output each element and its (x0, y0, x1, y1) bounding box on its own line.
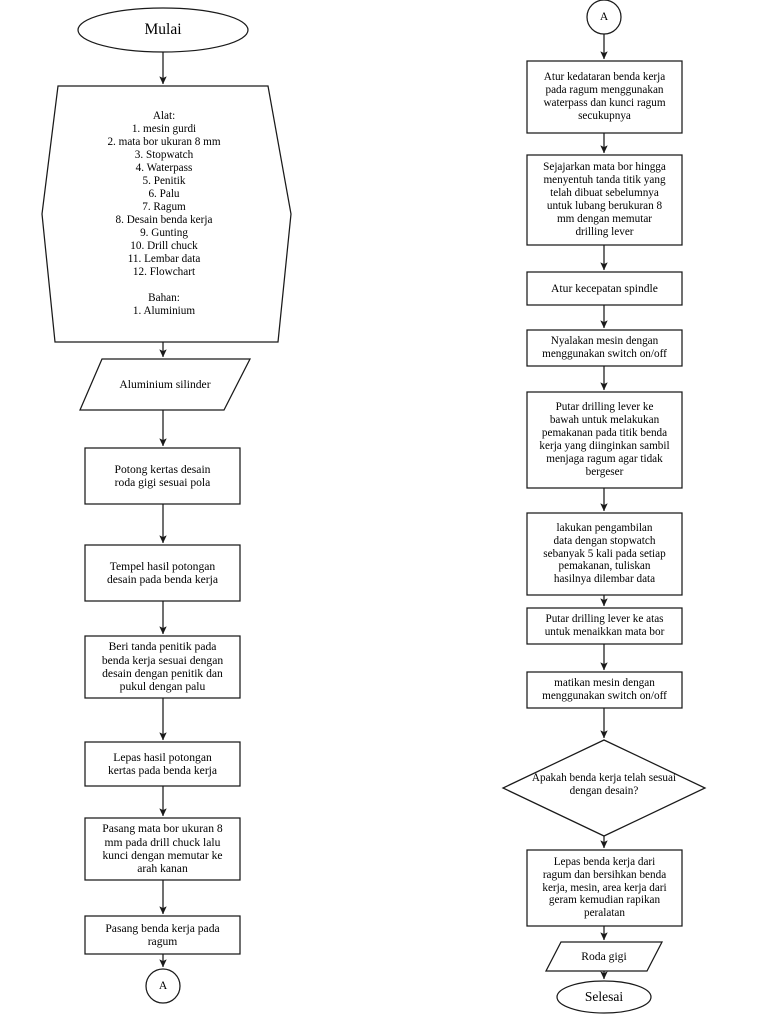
node-start-mulai[interactable] (78, 8, 248, 52)
node-connector-a-out[interactable] (146, 969, 180, 1003)
node-putar-lever-bawah[interactable] (527, 392, 682, 488)
node-nyalakan-mesin[interactable] (527, 330, 682, 366)
node-potong-kertas[interactable] (85, 448, 240, 504)
node-putar-lever-atas[interactable] (527, 608, 682, 644)
node-matikan-mesin[interactable] (527, 672, 682, 708)
node-atur-kedataran[interactable] (527, 61, 682, 133)
node-connector-a-in[interactable] (587, 0, 621, 34)
node-alat-bahan[interactable] (42, 86, 291, 342)
shape-connector-a-out (145, 968, 181, 1004)
node-atur-kecepatan-spindle[interactable] (527, 272, 682, 305)
shape-hexagon-alat-bahan (41, 85, 292, 343)
node-pasang-mata-bor[interactable] (85, 818, 240, 880)
node-sejajarkan-mata-bor[interactable] (527, 155, 682, 245)
shape-end-selesai (556, 980, 652, 1014)
node-decision-apakah-sesuai[interactable] (503, 740, 705, 836)
node-aluminium-silinder[interactable] (80, 359, 250, 410)
node-lepas-hasil-potongan[interactable] (85, 742, 240, 786)
node-tempel-hasil[interactable] (85, 545, 240, 601)
node-beri-tanda-penitik[interactable] (85, 636, 240, 698)
node-pasang-benda-kerja[interactable] (85, 916, 240, 954)
shape-parallelogram-aluminium-silinder (79, 358, 252, 411)
node-selesai[interactable] (557, 981, 651, 1013)
node-lepas-benda-kerja[interactable] (527, 850, 682, 926)
node-roda-gigi[interactable] (546, 942, 662, 971)
shape-parallelogram-roda-gigi (544, 941, 664, 972)
node-pengambilan-data[interactable] (527, 513, 682, 595)
